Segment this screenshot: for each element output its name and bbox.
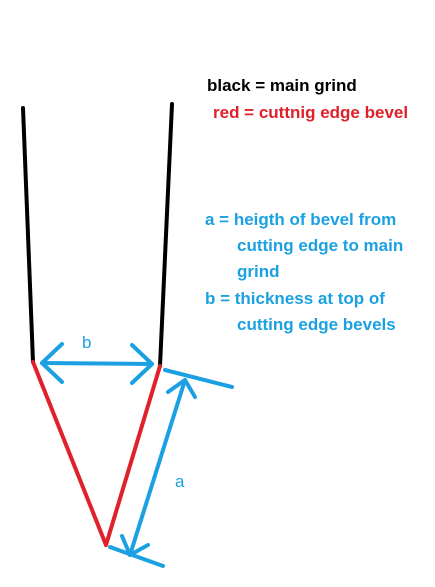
dimension-b-arrow bbox=[40, 342, 154, 385]
legend-black-main-grind: black = main grind bbox=[207, 76, 357, 95]
definition-b: b = thickness at top of cutting edge bev… bbox=[205, 286, 396, 338]
legend-red-cutting-edge-bevel: red = cuttnig edge bevel bbox=[213, 103, 409, 122]
definition-a: a = heigth of bevel from cutting edge to… bbox=[205, 207, 403, 285]
dimension-a-label: a bbox=[175, 472, 185, 491]
dimension-a-arrow bbox=[108, 368, 234, 568]
bevel-right-line bbox=[104, 364, 162, 547]
main-grind-left-line bbox=[21, 106, 35, 364]
definition-a-line-2: cutting edge to main bbox=[237, 236, 404, 255]
main-grind-right-line bbox=[158, 102, 174, 368]
definition-a-line-3: grind bbox=[237, 262, 280, 281]
definition-b-line-1: b = thickness at top of bbox=[205, 289, 385, 308]
dimension-b-label: b bbox=[82, 333, 92, 352]
definition-a-line-1: a = heigth of bevel from bbox=[205, 210, 397, 229]
definition-b-line-2: cutting edge bevels bbox=[237, 315, 396, 334]
bevel-left-line bbox=[31, 360, 108, 547]
